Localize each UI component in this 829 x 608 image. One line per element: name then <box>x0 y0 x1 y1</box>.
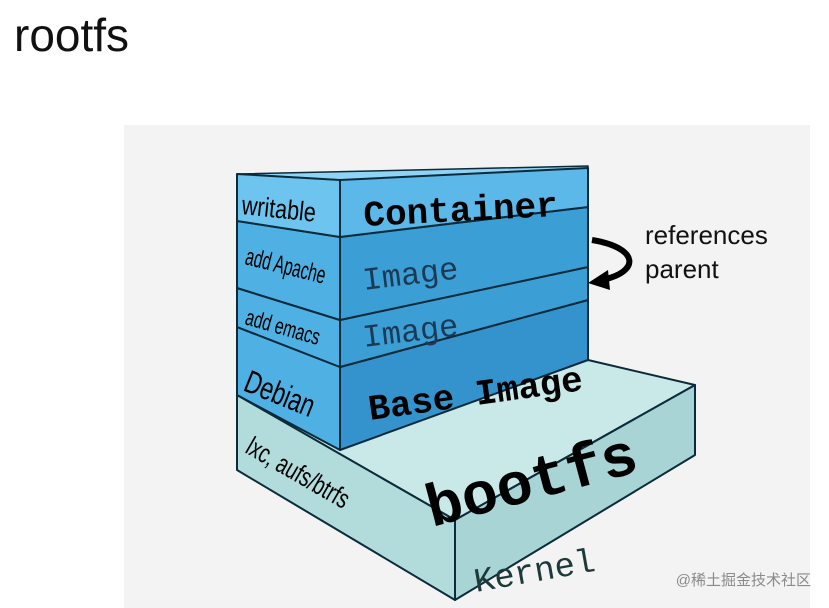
container-front-face <box>339 167 589 238</box>
watermark: @稀土掘金技术社区 <box>675 572 811 589</box>
references-parent-arrow <box>591 237 633 283</box>
container-label: Container <box>362 186 558 237</box>
annotation-references: references <box>645 220 768 250</box>
kernel-front-face <box>454 384 696 601</box>
slide-title: rootfs <box>14 9 130 61</box>
annotation-parent: parent <box>645 254 719 284</box>
arrow-head-icon <box>588 270 610 290</box>
